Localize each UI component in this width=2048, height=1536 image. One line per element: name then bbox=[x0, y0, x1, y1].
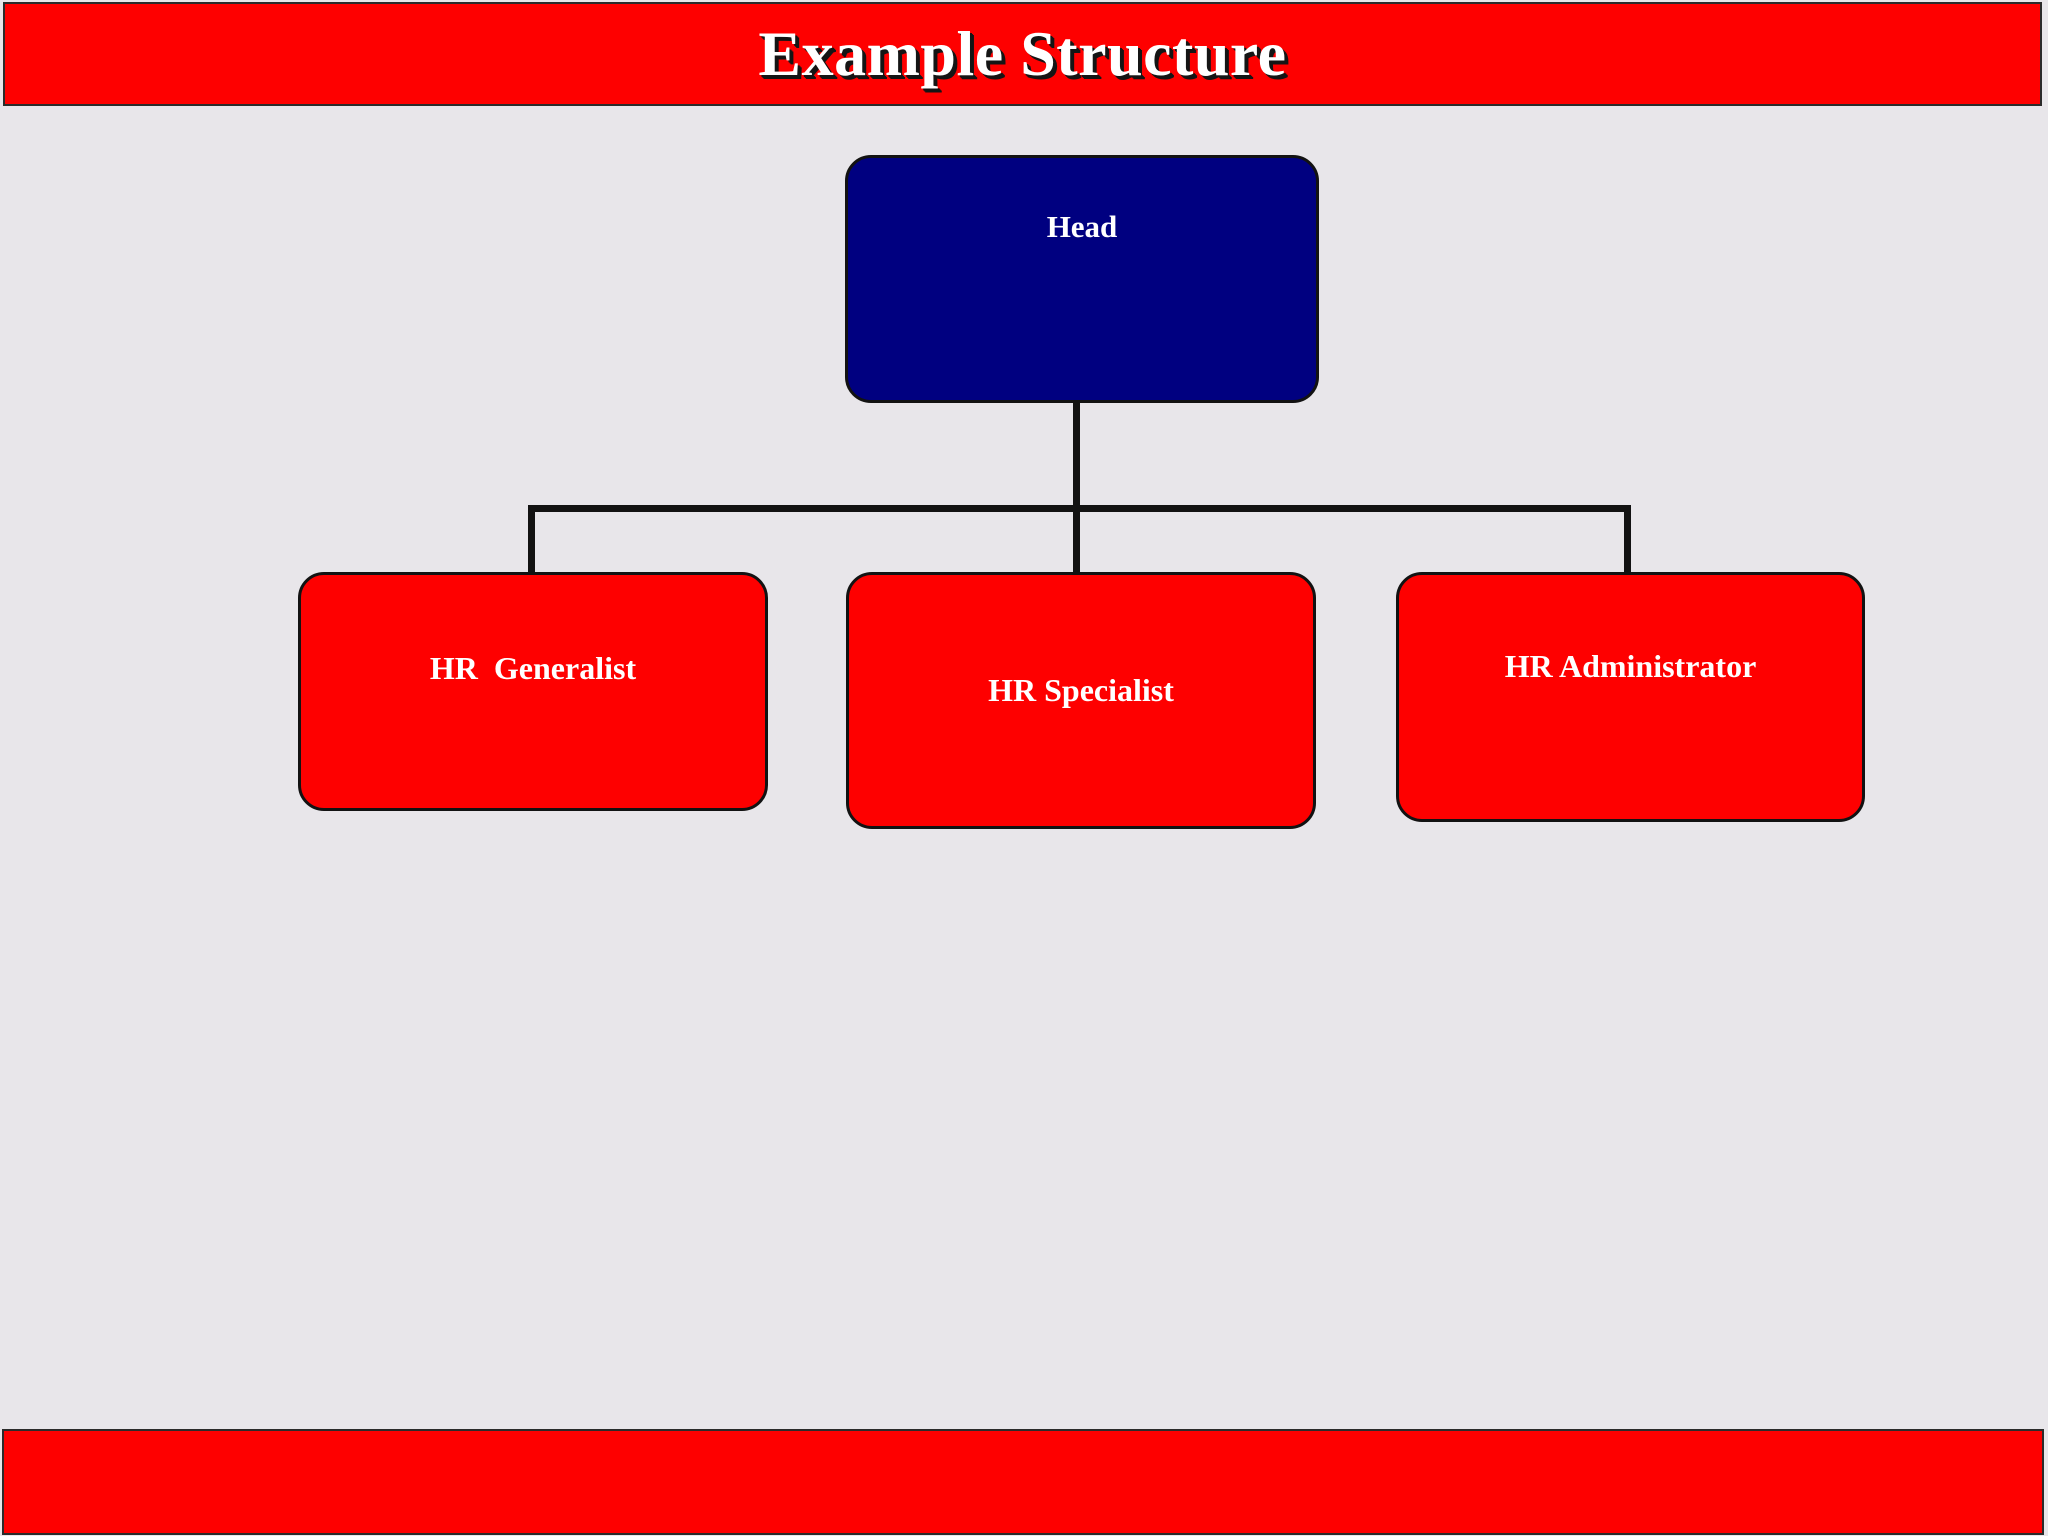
footer-banner bbox=[2, 1429, 2044, 1535]
org-node-head-label: Head bbox=[1046, 209, 1118, 244]
org-node-head[interactable]: Head bbox=[845, 155, 1319, 403]
org-node-hr-specialist-label: HR Specialist bbox=[988, 672, 1174, 708]
org-node-hr-administrator-label: HR Administrator bbox=[1504, 648, 1757, 684]
page-title: Example Structure bbox=[758, 18, 1287, 89]
connector-root-stem bbox=[1073, 401, 1080, 511]
org-node-hr-generalist-label: HR Generalist bbox=[429, 650, 637, 686]
connector-drop-hr-generalist bbox=[528, 505, 535, 574]
org-node-hr-specialist[interactable]: HR Specialist bbox=[846, 572, 1316, 829]
connector-drop-hr-administrator bbox=[1624, 505, 1631, 574]
title-banner: Example Structure bbox=[3, 2, 2042, 106]
connector-drop-hr-specialist bbox=[1073, 505, 1080, 574]
org-node-hr-generalist[interactable]: HR Generalist bbox=[298, 572, 768, 811]
org-node-hr-administrator[interactable]: HR Administrator bbox=[1396, 572, 1865, 822]
org-chart: Head HR Generalist HR Specialist HR Admi… bbox=[0, 108, 2048, 1429]
